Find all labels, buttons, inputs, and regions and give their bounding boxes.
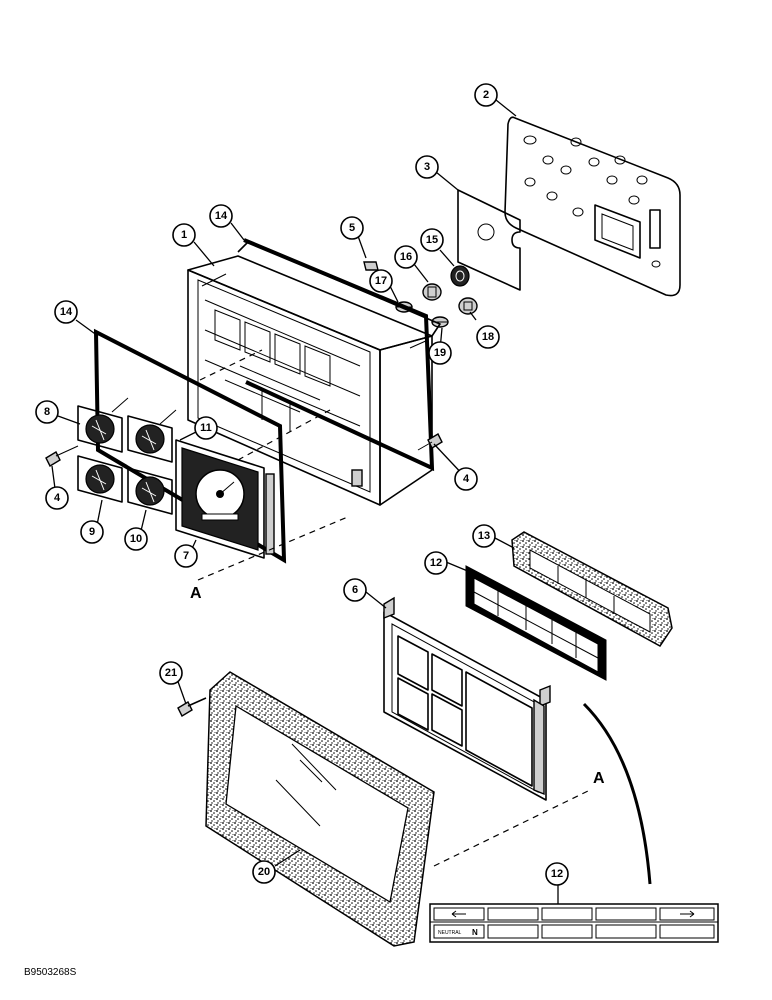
svg-text:10: 10 <box>130 533 142 545</box>
callout-5: 5 <box>340 216 364 240</box>
callout-1: 1 <box>172 223 196 247</box>
callout-9: 9 <box>80 520 104 544</box>
callout-12-strip: 12 <box>424 551 448 575</box>
svg-text:15: 15 <box>426 234 438 246</box>
gauge-parts <box>45 397 443 559</box>
glass-lens-part <box>205 671 435 947</box>
svg-text:4: 4 <box>463 473 470 485</box>
filter-panel-part <box>511 531 673 647</box>
svg-text:4: 4 <box>54 492 61 504</box>
gasket-part <box>457 189 521 291</box>
view-marker-a-left: A <box>190 585 202 602</box>
callout-20: 20 <box>252 860 276 884</box>
callout-8: 8 <box>35 400 59 424</box>
view-marker-a-right: A <box>593 770 605 787</box>
callout-18: 18 <box>476 325 500 349</box>
drawing-code: B9503268S <box>24 967 77 978</box>
svg-text:8: 8 <box>44 406 50 418</box>
callout-11: 11 <box>194 416 218 440</box>
callout-12-decal: 12 <box>545 862 569 886</box>
callout-15: 15 <box>420 228 444 252</box>
svg-text:19: 19 <box>434 347 446 359</box>
svg-text:9: 9 <box>89 526 95 538</box>
svg-text:20: 20 <box>258 866 270 878</box>
lens-strip-part <box>465 565 607 681</box>
svg-text:12: 12 <box>430 557 442 569</box>
callout-13: 13 <box>472 524 496 548</box>
bezel-frame-part <box>383 596 551 801</box>
callout-14-top: 14 <box>209 204 233 228</box>
svg-text:13: 13 <box>478 530 490 542</box>
svg-text:18: 18 <box>482 331 494 343</box>
screw-part <box>177 697 207 717</box>
callout-4-right: 4 <box>454 467 478 491</box>
callout-7: 7 <box>174 544 198 568</box>
bulb-and-socket-parts <box>363 261 478 328</box>
callout-16: 16 <box>394 245 418 269</box>
svg-text:17: 17 <box>375 275 387 287</box>
harness-wire <box>582 702 652 885</box>
svg-text:21: 21 <box>165 667 177 679</box>
callout-21: 21 <box>159 661 183 685</box>
decal-n-label: N <box>472 928 478 937</box>
alignment-lines <box>197 349 591 867</box>
decal-neutral-label: NEUTRAL <box>438 930 462 936</box>
svg-text:14: 14 <box>215 210 228 222</box>
svg-text:11: 11 <box>200 422 212 434</box>
decal-strip-part: NEUTRAL N <box>429 903 719 943</box>
svg-text:5: 5 <box>349 222 355 234</box>
callout-3: 3 <box>415 155 439 179</box>
callout-17: 17 <box>369 269 393 293</box>
svg-text:12: 12 <box>551 868 563 880</box>
svg-text:2: 2 <box>483 89 489 101</box>
svg-text:7: 7 <box>183 550 189 562</box>
svg-text:6: 6 <box>352 584 358 596</box>
back-plate-part <box>504 116 681 297</box>
leader-lines <box>51 99 559 904</box>
svg-text:14: 14 <box>60 306 73 318</box>
svg-text:16: 16 <box>400 251 412 263</box>
callout-10: 10 <box>124 527 148 551</box>
callout-14-left: 14 <box>54 300 78 324</box>
svg-text:3: 3 <box>424 161 430 173</box>
svg-text:1: 1 <box>181 229 187 241</box>
callout-2: 2 <box>474 83 498 107</box>
callout-19: 19 <box>428 341 452 365</box>
callout-4-left: 4 <box>45 486 69 510</box>
callout-6: 6 <box>343 578 367 602</box>
